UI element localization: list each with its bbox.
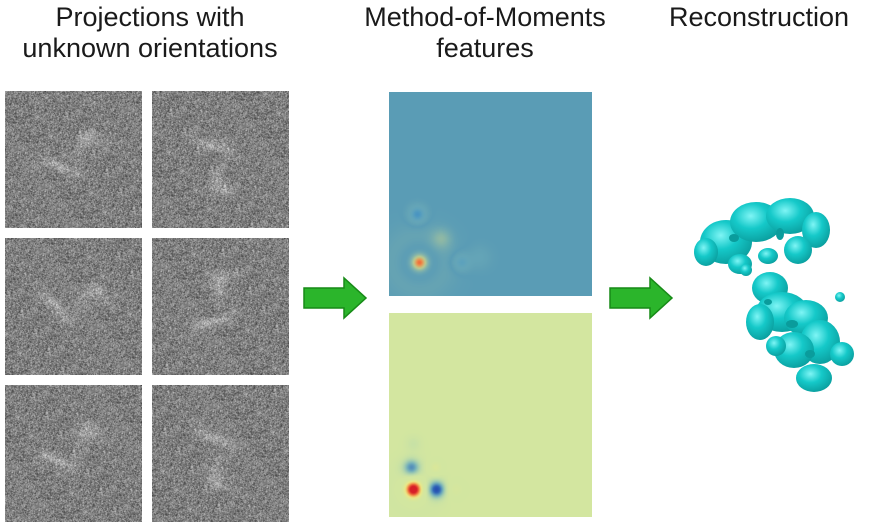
reconstruction-heading: Reconstruction [648,2,870,33]
moments-heading: Method-of-Moments features [330,2,640,64]
upper-density-lobe [694,198,830,274]
projection-image [5,238,142,375]
projections-heading-line2: unknown orientations [22,33,278,63]
right-arrow-icon [609,276,674,320]
projection-image [152,238,289,375]
volume-shadow-holes [729,228,815,358]
first-moment-feature-map [389,92,592,296]
projections-heading: Projections with unknown orientations [0,2,300,64]
projection-image [5,385,142,522]
projection-image [5,91,142,228]
right-arrow-icon [303,276,368,320]
lower-density-lobe [740,264,854,392]
projection-image [152,91,289,228]
second-moment-feature-map [389,313,592,517]
reconstructed-volume [694,198,854,392]
reconstruction-heading-line1: Reconstruction [668,2,850,32]
projections-heading-line1: Projections with [55,2,245,32]
projection-image [152,385,289,522]
moments-heading-line1: Method-of-Moments [364,2,606,32]
moments-heading-line2: features [436,33,534,63]
